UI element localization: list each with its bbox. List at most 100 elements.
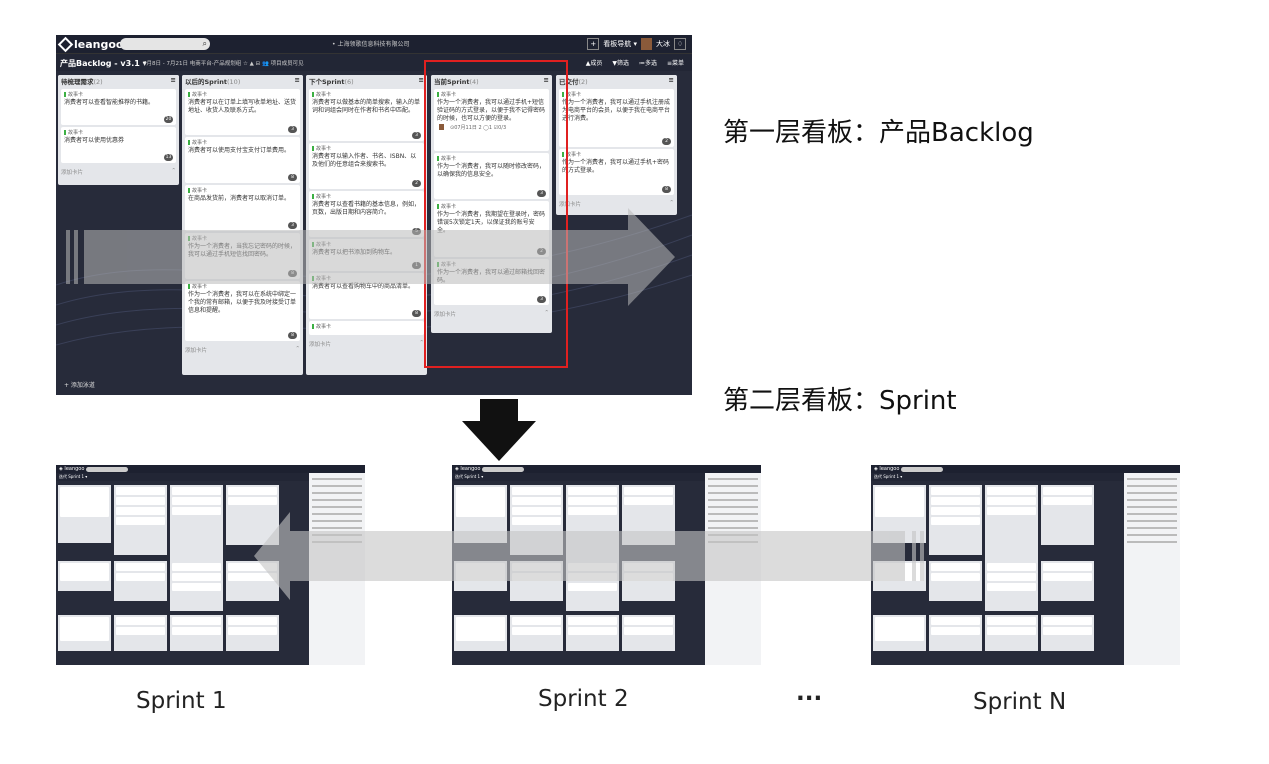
small-board-title: 迭代 Sprint 1 ▾ [455,474,484,479]
collapse-icon[interactable]: ⌃ [295,346,300,352]
small-column [566,615,619,651]
column-delivered: 已交付(2)≡ 故事卡作为一个消费者，我可以通过手机注册成为电商平台的会员，以便… [556,75,677,215]
small-search-input [86,466,128,472]
collapse-icon[interactable]: ⌃ [669,200,674,206]
story-card[interactable]: 故事卡作为一个消费者，当我忘记密码的时候，我可以通过手机短信找回密码。8 [185,233,300,279]
board-toolbar: ▲成员 ▼筛选 ≔多选 ≡菜单 [586,58,684,67]
small-column [58,485,111,543]
small-column [622,561,675,601]
story-card[interactable]: 故事卡消费者可以查看智能推荐的书籍。20 [61,89,176,125]
company-name[interactable]: • 上海领歌信息科技有限公司 [332,41,410,48]
small-side-panel [1124,473,1180,665]
story-card[interactable]: 故事卡消费者可以使用支付宝支付订单费用。8 [185,137,300,183]
small-column [1041,615,1094,651]
story-card[interactable]: 故事卡作为一个消费者，我可以通过手机+密码的方式登录。8 [559,149,674,195]
column-next-sprint: 下个Sprint(6)≡ 故事卡消费者可以做基本的简单搜索，输入的单词和词组会同… [306,75,427,375]
small-column [1041,561,1094,601]
sprint-1-label: Sprint 1 [136,688,227,714]
small-board-title: 迭代 Sprint 1 ▾ [59,474,88,479]
column-menu-icon[interactable]: ≡ [543,76,549,84]
sprint-board-thumbnail-n: ◈ leangoo 迭代 Sprint 1 ▾ [871,465,1180,665]
small-column [985,615,1038,651]
add-swimlane-button[interactable]: + 添加泳道 [64,382,95,389]
board-subbar: 产品Backlog - v3.1 ▾ 7月8日 - 7月21日 电商平台-产品规… [56,54,692,71]
small-column [566,485,619,565]
story-card[interactable]: 故事卡消费者可以在订单上填写收单地址、送货地址、收货人及联系方式。3 [185,89,300,135]
column-menu-icon[interactable]: ≡ [294,76,300,84]
column-menu-icon[interactable]: ≡ [170,76,176,84]
story-card[interactable]: 故事卡作为一个消费者，我可以随时修改密码，以确保我的信息安全。3 [434,153,549,199]
small-column [929,485,982,555]
search-icon: ⌕ [202,39,207,48]
members-button[interactable]: ▲成员 [585,60,603,67]
board-topbar: leangoo ⌕ • 上海领歌信息科技有限公司 + 看板导航 ▾ 大冰 ♢ [56,35,692,54]
topbar-actions: + 看板导航 ▾ 大冰 ♢ [587,38,686,50]
small-board-title: 迭代 Sprint 1 ▾ [874,474,903,479]
multi-select-button[interactable]: ≔多选 [638,60,657,67]
add-card-button[interactable]: 添加卡片⌃ [309,340,424,348]
bell-icon[interactable]: ♢ [674,38,686,50]
small-column [454,485,507,543]
board-nav-button[interactable]: 看板导航 ▾ [603,40,637,48]
small-column [622,615,675,651]
column-later-sprint: 以后的Sprint(10) ≡ 故事卡消费者可以在订单上填写收单地址、送货地址、收… [182,75,303,375]
search-input[interactable]: ⌕ [120,38,210,50]
board-title[interactable]: 产品Backlog - v3.1 ▾ [60,59,147,68]
small-column [58,615,111,651]
product-backlog-board-screenshot: leangoo ⌕ • 上海领歌信息科技有限公司 + 看板导航 ▾ 大冰 ♢ 产… [56,35,692,395]
column-menu-icon[interactable]: ≡ [668,76,674,84]
small-search-input [482,466,524,472]
small-side-panel [309,473,365,665]
layer2-label: 第二层看板：Sprint [723,386,957,416]
small-column [873,615,926,651]
small-column [873,561,926,591]
column-title: 以后的Sprint(10) [185,78,241,86]
small-column [622,485,675,545]
story-card[interactable]: 故事卡消费者可以查看书籍的基本信息，例如，页数，出版日期和内容简介。5 [309,191,424,237]
collapse-icon[interactable]: ⌃ [419,340,424,346]
board-date-info: 7月8日 - 7月21日 电商平台-产品规划组 ☆ ▲ ⊟ 👥 项目成员可见 [143,61,304,67]
ellipsis-label: ... [796,680,823,706]
story-card[interactable]: 故事卡消费者可以把书添加到购物车。1 [309,239,424,271]
add-card-button[interactable]: 添加卡片⌃ [61,168,176,176]
small-column [873,485,926,543]
avatar[interactable] [641,38,652,50]
small-side-panel [705,473,761,665]
small-column [454,615,507,651]
story-card[interactable]: 故事卡作为一个消费者，我可以在系统中绑定一个我的常有邮箱，以便于我及时接受订单信… [185,281,300,341]
add-button[interactable]: + [587,38,600,50]
small-column [1041,485,1094,545]
small-column [114,615,167,651]
filter-button[interactable]: ▼筛选 [612,60,629,67]
small-board-logo: ◈ leangoo [59,466,85,472]
user-name[interactable]: 大冰 [656,40,670,48]
story-card[interactable]: 故事卡 [309,321,424,335]
add-card-button[interactable]: 添加卡片⌃ [434,310,549,318]
small-column [510,561,563,601]
add-card-button[interactable]: 添加卡片⌃ [185,346,300,354]
layer1-label: 第一层看板：产品Backlog [723,118,1034,148]
small-board-logo: ◈ leangoo [874,466,900,472]
small-column [454,561,507,591]
sprint-n-label: Sprint N [973,689,1067,715]
menu-button[interactable]: ≡菜单 [666,60,684,67]
column-menu-icon[interactable]: ≡ [418,76,424,84]
story-card[interactable]: 故事卡消费者可以输入作者、书名、ISBN、以及他们的任意组合来搜索书。2 [309,143,424,189]
story-card[interactable]: 故事卡消费者可以查看购物车中的商品清单。8 [309,273,424,319]
collapse-icon[interactable]: ⌃ [171,168,176,174]
story-card[interactable]: 故事卡消费者可以做基本的简单搜索，输入的单词和词组会同时在作者和书名中匹配。3 [309,89,424,141]
small-column [929,615,982,651]
small-column [510,485,563,555]
small-board-logo: ◈ leangoo [455,466,481,472]
collapse-icon[interactable]: ⌃ [544,310,549,316]
story-card[interactable]: 故事卡作为一个消费者，我可以通过手机注册成为电商平台的会员，以便于我在电商平台进… [559,89,674,147]
down-arrow [462,399,536,461]
story-card[interactable]: 故事卡作为一个消费者，我可以通过手机+短信验证码的方式登录，以便于我不记得密码的… [434,89,549,151]
story-card[interactable]: 故事卡在商品发货前，消费者可以取消订单。3 [185,185,300,231]
column-backlog-review: 待梳理需求(2)≡ 故事卡消费者可以查看智能推荐的书籍。20 故事卡消费者可以使… [58,75,179,185]
small-column [510,615,563,651]
add-card-button[interactable]: 添加卡片⌃ [559,200,674,208]
small-search-input [901,466,943,472]
